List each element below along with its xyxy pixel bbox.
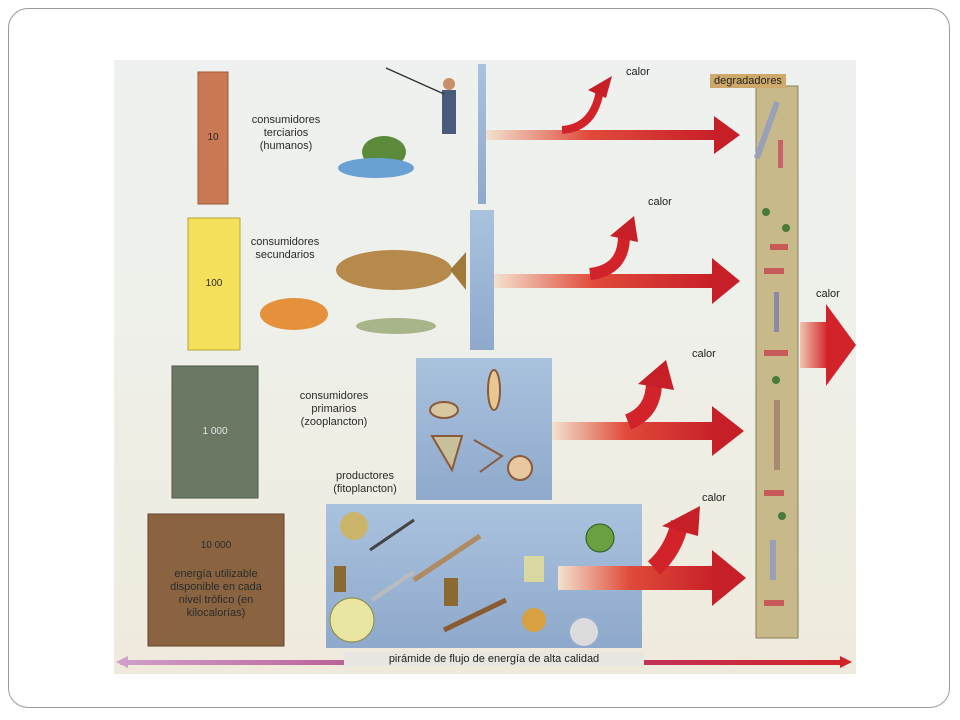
secondary-bar xyxy=(470,210,494,350)
fishing-rod xyxy=(385,67,445,95)
heat-label-3: calor xyxy=(692,348,716,360)
energy-value-10000: 10 000 xyxy=(200,540,232,551)
label-secondary: consumidores secundarios xyxy=(250,236,320,261)
decomposer-organisms xyxy=(753,100,790,606)
fish-barb xyxy=(260,298,328,330)
energy-box-100 xyxy=(187,217,241,351)
label-primary: consumidores primarios (zooplancton) xyxy=(299,390,369,428)
fisherman-head xyxy=(443,78,455,90)
flow-arrow-tertiary xyxy=(486,76,740,154)
fish-carp xyxy=(336,250,452,290)
heat-label-4: calor xyxy=(702,492,726,504)
energy-pyramid-figure: 10 100 1 000 10 000 consumidores terciar… xyxy=(114,60,856,674)
flow-arrow-producers xyxy=(558,506,746,606)
fish-carp-tail xyxy=(450,252,466,290)
tertiary-bar xyxy=(478,64,486,204)
heat-label-1: calor xyxy=(626,66,650,78)
phytoplankton-shapes xyxy=(329,512,615,646)
label-producers: productores (fitoplancton) xyxy=(333,470,397,495)
heat-label-2: calor xyxy=(648,196,672,208)
diagram-graphics xyxy=(116,64,856,668)
fish-trout xyxy=(356,318,436,334)
label-energy-note: energía utilizable disponible en cada ni… xyxy=(170,568,262,619)
heat-label-exit: calor xyxy=(816,288,840,300)
decomposer-column xyxy=(755,85,799,639)
label-tertiary: consumidores terciarios (humanos) xyxy=(251,114,321,152)
energy-box-10 xyxy=(197,71,229,205)
energy-value-10: 10 xyxy=(207,132,219,143)
flow-arrow-secondary xyxy=(494,216,740,304)
zooplankton-shapes xyxy=(429,369,533,481)
water-splash xyxy=(338,158,414,178)
primary-panel xyxy=(416,358,552,500)
energy-value-100: 100 xyxy=(205,278,223,289)
bottom-caption: pirámide de flujo de energía de alta cal… xyxy=(344,652,644,666)
energy-box-1000 xyxy=(171,365,259,499)
flow-arrow-primary xyxy=(552,360,744,456)
fisherman xyxy=(442,90,456,134)
decomposers-label: degradadores xyxy=(710,74,786,88)
decomposer-exit-arrow xyxy=(800,304,856,386)
energy-box-10000 xyxy=(147,513,285,647)
energy-value-1000: 1 000 xyxy=(202,426,228,437)
